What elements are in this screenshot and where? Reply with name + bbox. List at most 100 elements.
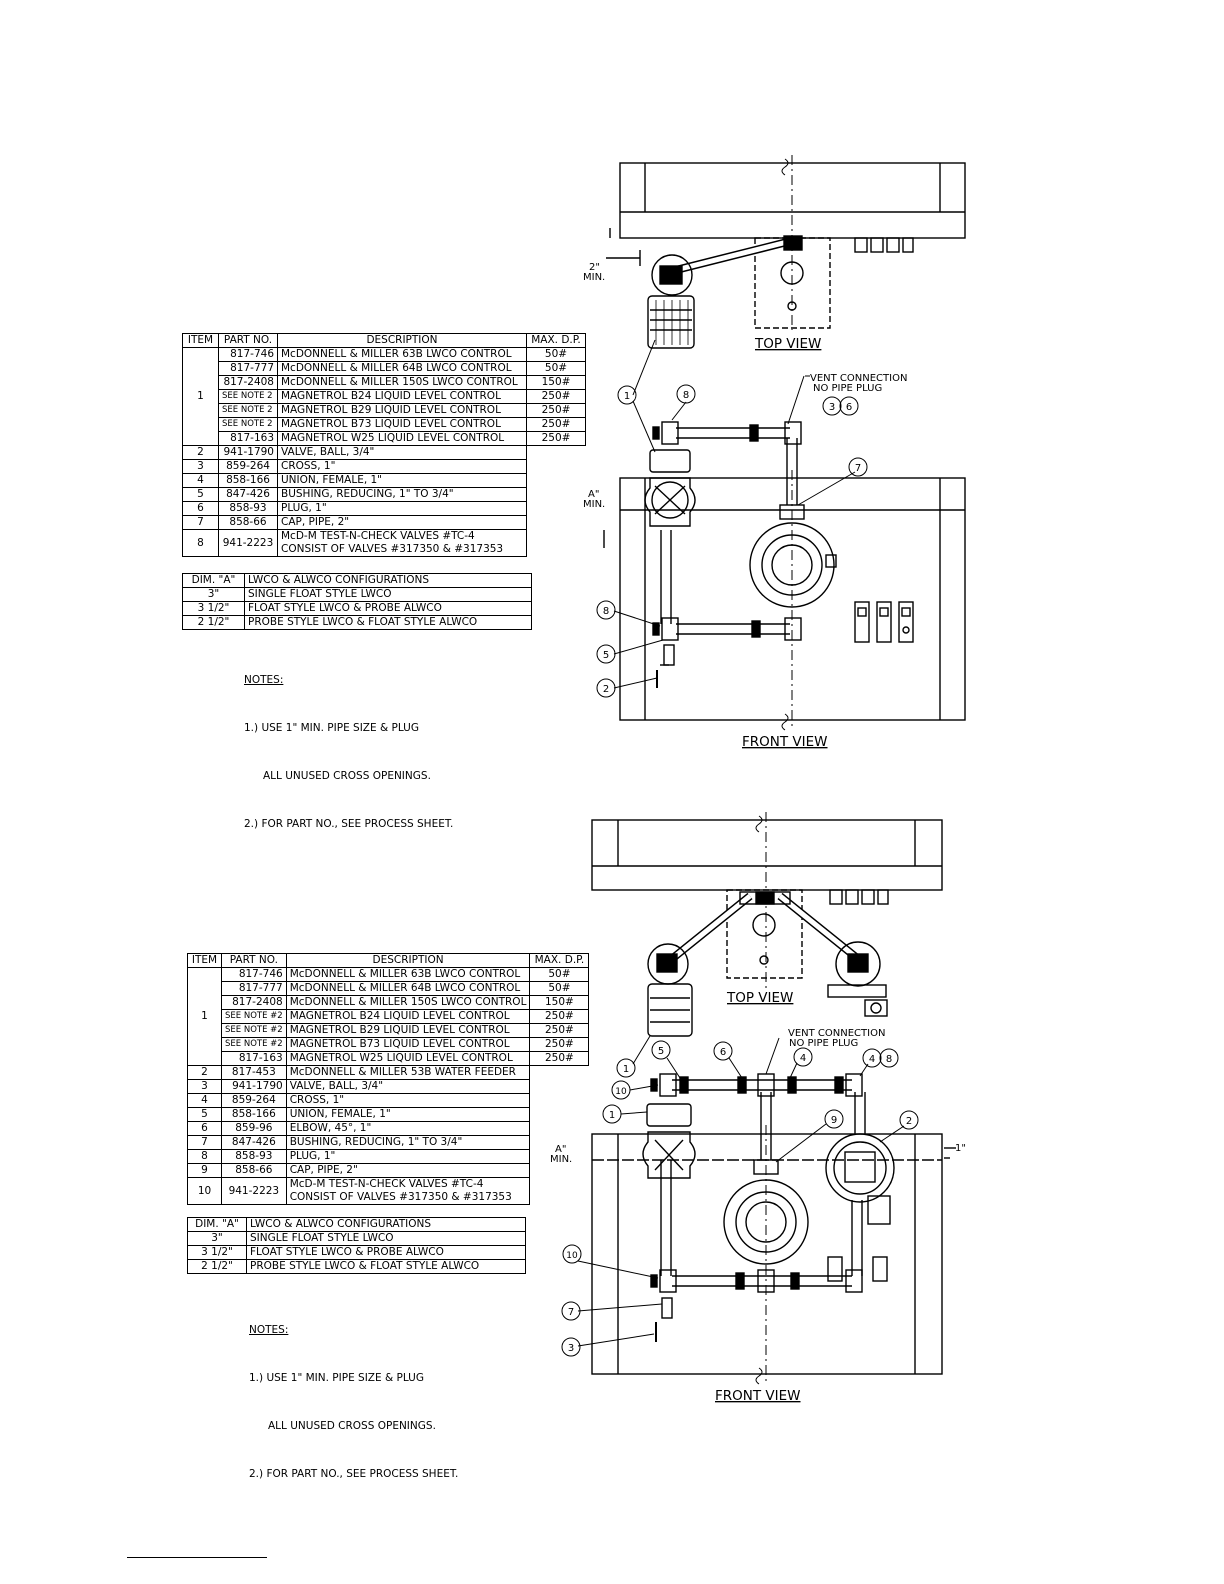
front-view-piping-2 [642, 1073, 895, 1342]
notes-title: NOTES: [249, 1324, 289, 1336]
balloon-label: 7 [568, 1307, 574, 1318]
part-cell: 858-93 [221, 1149, 287, 1164]
desc-cell: VALVE, BALL, 3/4" [277, 445, 527, 460]
top-view-piping-2 [647, 891, 888, 1037]
table-row: 3 941-1790 VALVE, BALL, 3/4" [187, 1079, 589, 1094]
note-line: 2.) FOR PART NO., SEE PROCESS SHEET. [244, 818, 454, 830]
config-table-header: DIM. "A" LWCO & ALWCO CONFIGURATIONS [182, 573, 532, 588]
balloon-label: 6 [846, 402, 852, 413]
note-line: ALL UNUSED CROSS OPENINGS. [263, 770, 431, 782]
balloon-label: 4 [869, 1054, 875, 1065]
table-row: SEE NOTE #2 MAGNETROL B29 LIQUID LEVEL C… [188, 1023, 590, 1038]
dim-label: 1" [955, 1143, 966, 1154]
parts-table-2: ITEM PART NO. DESCRIPTION MAX. D.P. 1 81… [187, 953, 590, 1205]
dp-cell: 250# [526, 431, 586, 446]
balloon-label: 6 [720, 1047, 726, 1058]
dim-cell: 2 1/2" [182, 615, 245, 630]
desc-cell: CROSS, 1" [277, 459, 527, 474]
balloon-label: 1 [623, 1064, 629, 1075]
desc-line: CONSIST OF VALVES #317350 & #317353 [289, 1191, 512, 1203]
dim-cell: 3 1/2" [182, 601, 245, 616]
dp-cell: 250# [526, 389, 586, 404]
desc-cell: McDONNELL & MILLER 64B LWCO CONTROL [285, 981, 531, 996]
part-cell: 858-66 [218, 515, 278, 530]
note-line: ALL UNUSED CROSS OPENINGS. [268, 1420, 436, 1432]
header-dim-a: DIM. "A" [182, 573, 245, 588]
dp-cell: 150# [529, 995, 590, 1010]
drawing-labels-2: VENT CONNECTION NO PIPE PLUG A" MIN. 1" … [550, 990, 966, 1404]
vent-label: NO PIPE PLUG [789, 1038, 858, 1049]
item-cell: 10 [187, 1177, 222, 1205]
balloon-label: 1 [609, 1110, 615, 1121]
vent-label: NO PIPE PLUG [813, 383, 882, 394]
top-view-boiler-2 [591, 812, 943, 990]
balloon-label: 9 [831, 1115, 837, 1126]
notes-1: NOTES: 1.) USE 1" MIN. PIPE SIZE & PLUG … [244, 640, 453, 848]
dim-label: A" [555, 1144, 566, 1155]
header-item: ITEM [187, 953, 222, 968]
table-row: 6 859-96 ELBOW, 45°, 1" [187, 1121, 589, 1136]
balloon-label: 10 [566, 1251, 578, 1261]
balloon-label: 8 [683, 390, 689, 401]
table-row: SEE NOTE #2 MAGNETROL B73 LIQUID LEVEL C… [188, 1037, 590, 1052]
item-cell: 1 [187, 967, 222, 1066]
table-row: SEE NOTE 2 MAGNETROL B24 LIQUID LEVEL CO… [183, 389, 586, 404]
footer-rule [127, 1557, 267, 1558]
dp-cell: 250# [529, 1051, 590, 1066]
dim-label: 2" [589, 262, 600, 273]
parts-table-header: ITEM PART NO. DESCRIPTION MAX. D.P. [187, 953, 590, 968]
item-cell: 1 [182, 347, 219, 446]
part-cell: 858-166 [218, 473, 278, 488]
parts-table-1: ITEM PART NO. DESCRIPTION MAX. D.P. 1 81… [182, 333, 586, 557]
note-line: 2.) FOR PART NO., SEE PROCESS SHEET. [249, 1468, 459, 1480]
table-row: 3" SINGLE FLOAT STYLE LWCO [182, 587, 532, 602]
part-cell: 847-426 [218, 487, 278, 502]
table-row: 817-2408 McDONNELL & MILLER 150S LWCO CO… [183, 375, 586, 390]
desc-cell: McDONNELL & MILLER 150S LWCO CONTROL [277, 375, 527, 390]
note-line: 1.) USE 1" MIN. PIPE SIZE & PLUG [244, 722, 419, 734]
table-row: 2 941-1790 VALVE, BALL, 3/4" [182, 445, 586, 460]
part-cell: 858-166 [221, 1107, 287, 1122]
desc-cell: BUSHING, REDUCING, 1" TO 3/4" [285, 1135, 531, 1150]
dim-label: MIN. [550, 1154, 572, 1165]
dp-cell: 150# [526, 375, 586, 390]
table-row: 5 847-426 BUSHING, REDUCING, 1" TO 3/4" [182, 487, 586, 502]
front-view-piping-1 [644, 421, 805, 688]
table-row: 1 817-746 McDONNELL & MILLER 63B LWCO CO… [187, 967, 590, 1066]
balloon-label: 3 [829, 402, 835, 413]
top-view-boiler-1 [609, 155, 966, 330]
config-table-1: DIM. "A" LWCO & ALWCO CONFIGURATIONS 3" … [182, 573, 532, 630]
view-label: TOP VIEW [726, 990, 793, 1006]
note-line: 1.) USE 1" MIN. PIPE SIZE & PLUG [249, 1372, 424, 1384]
desc-cell: MAGNETROL B24 LIQUID LEVEL CONTROL [277, 389, 527, 404]
table-row: 817-777 McDONNELL & MILLER 64B LWCO CONT… [188, 981, 590, 996]
config-table-2: DIM. "A" LWCO & ALWCO CONFIGURATIONS 3" … [187, 1217, 526, 1274]
desc-cell: ELBOW, 45°, 1" [285, 1121, 531, 1136]
table-row: 3 859-264 CROSS, 1" [182, 459, 586, 474]
balloon-label: 7 [855, 463, 861, 474]
dim-label: A" [588, 489, 599, 500]
view-label: FRONT VIEW [715, 1388, 801, 1404]
desc-line: McD-M TEST-N-CHECK VALVES #TC-4 [289, 1178, 484, 1190]
desc-cell: PLUG, 1" [277, 501, 527, 516]
item-cell: 8 [182, 529, 219, 557]
table-row: 817-163 MAGNETROL W25 LIQUID LEVEL CONTR… [188, 1051, 590, 1066]
balloon-label: 3 [568, 1343, 574, 1354]
dim-label: MIN. [583, 499, 605, 510]
conf-cell: PROBE STYLE LWCO & FLOAT STYLE ALWCO [244, 615, 532, 630]
table-row: 2 1/2" PROBE STYLE LWCO & FLOAT STYLE AL… [187, 1259, 526, 1274]
balloon-label: 8 [603, 606, 609, 617]
dim-label: MIN. [583, 272, 605, 283]
view-label: FRONT VIEW [742, 734, 828, 750]
front-view-boiler-1 [603, 470, 966, 731]
drawing-1: 1 8 3 6 7 8 5 2 VENT CONNECTION NO PIPE … [583, 155, 966, 750]
balloon-label: 4 [800, 1053, 806, 1064]
vent-label: VENT CONNECTION [788, 1028, 885, 1039]
table-row: 817-777 McDONNELL & MILLER 64B LWCO CONT… [183, 361, 586, 376]
drawing-2: 1 5 6 4 4 8 10 1 9 2 10 7 3 VENT CONNECT… [550, 812, 966, 1404]
table-row: 3" SINGLE FLOAT STYLE LWCO [187, 1231, 526, 1246]
notes-2: NOTES: 1.) USE 1" MIN. PIPE SIZE & PLUG … [249, 1290, 458, 1498]
table-row: 6 858-93 PLUG, 1" [182, 501, 586, 516]
